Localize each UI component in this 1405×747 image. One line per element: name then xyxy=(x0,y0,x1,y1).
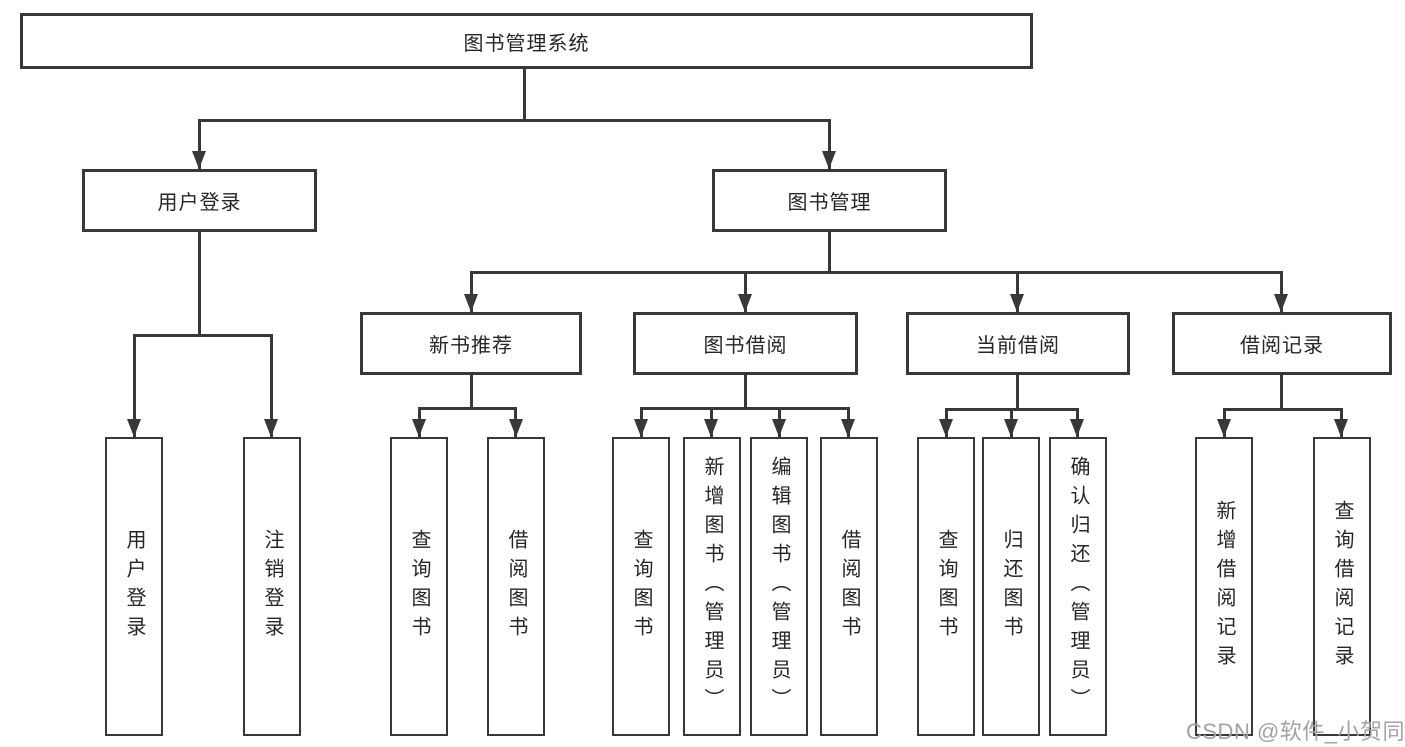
node-label: 查询借阅记录 xyxy=(1331,499,1353,674)
arrow-down-icon xyxy=(509,419,523,437)
connector-line xyxy=(133,334,136,437)
node-leaf-confirm-return-admin: 确认归还（管理员） xyxy=(1049,437,1107,736)
arrow-down-icon xyxy=(464,294,478,312)
connector-line xyxy=(270,334,273,437)
node-leaf-logout: 注销登录 xyxy=(243,437,301,736)
node-leaf-return-books: 归还图书 xyxy=(982,437,1040,736)
node-label: 借阅图书 xyxy=(838,528,860,645)
node-label: 归还图书 xyxy=(1000,528,1022,645)
connector-line xyxy=(470,271,473,313)
node-label: 注销登录 xyxy=(261,528,283,645)
node-label: 确认归还（管理员） xyxy=(1067,456,1089,717)
node-leaf-add-books-admin: 新增图书（管理员） xyxy=(683,437,741,736)
arrow-down-icon xyxy=(1217,419,1231,437)
connector-line xyxy=(198,119,201,170)
arrow-down-icon xyxy=(1334,419,1348,437)
node-new-book-recommend: 新书推荐 xyxy=(360,312,582,375)
connector-line xyxy=(828,232,831,272)
arrow-down-icon xyxy=(1274,294,1288,312)
node-label: 借阅图书 xyxy=(505,528,527,645)
arrow-down-icon xyxy=(704,419,718,437)
node-leaf-add-borrow-record: 新增借阅记录 xyxy=(1195,437,1253,736)
node-current-borrow: 当前借阅 xyxy=(906,312,1130,375)
node-leaf-user-login: 用户登录 xyxy=(105,437,163,736)
connector-line xyxy=(744,271,747,313)
connector-line xyxy=(828,119,831,169)
arrow-down-icon xyxy=(192,151,206,169)
node-label: 图书管理 xyxy=(787,192,872,214)
node-label: 图书借阅 xyxy=(703,335,788,357)
connector-line xyxy=(1280,271,1283,313)
node-label: 当前借阅 xyxy=(976,335,1060,357)
connector-line xyxy=(198,119,831,122)
node-leaf-query-borrow-record: 查询借阅记录 xyxy=(1313,437,1371,736)
node-leaf-query-books-borrow: 查询图书 xyxy=(612,437,670,736)
node-label: 新增图书（管理员） xyxy=(701,456,723,717)
node-library-system: 图书管理系统 xyxy=(20,13,1033,69)
arrow-down-icon xyxy=(127,419,141,437)
connector-line xyxy=(470,271,1283,274)
node-leaf-borrow-books: 借阅图书 xyxy=(820,437,878,736)
node-label: 用户登录 xyxy=(157,192,242,214)
node-book-borrow: 图书借阅 xyxy=(633,312,858,375)
node-label: 新增借阅记录 xyxy=(1213,499,1235,674)
connector-line xyxy=(523,69,526,120)
connector-line xyxy=(198,232,201,334)
connector-line xyxy=(1223,408,1343,411)
csdn-watermark: CSDN @软件_小贺同学 xyxy=(1186,719,1405,744)
arrow-down-icon xyxy=(264,419,278,437)
connector-line xyxy=(133,334,273,337)
connector-line xyxy=(1016,375,1019,409)
arrow-down-icon xyxy=(1004,419,1018,437)
node-label: 查询图书 xyxy=(935,528,957,645)
connector-line xyxy=(1280,375,1283,409)
node-label: 新书推荐 xyxy=(429,335,513,357)
node-label: 用户登录 xyxy=(123,528,145,645)
connector-line xyxy=(418,407,517,410)
connector-line xyxy=(744,375,747,408)
arrow-down-icon xyxy=(772,419,786,437)
arrow-down-icon xyxy=(1010,294,1024,312)
node-user-login: 用户登录 xyxy=(82,169,317,232)
node-label: 查询图书 xyxy=(408,528,430,645)
node-label: 借阅记录 xyxy=(1240,335,1324,357)
node-leaf-borrow-books-recommend: 借阅图书 xyxy=(487,437,545,736)
node-leaf-edit-books-admin: 编辑图书（管理员） xyxy=(750,437,808,736)
node-leaf-query-books-recommend: 查询图书 xyxy=(390,437,448,736)
node-leaf-query-books-current: 查询图书 xyxy=(917,437,975,736)
arrow-down-icon xyxy=(841,419,855,437)
connector-line xyxy=(640,407,850,410)
arrow-down-icon xyxy=(1070,419,1084,437)
node-label: 图书管理系统 xyxy=(463,32,590,55)
node-borrow-records: 借阅记录 xyxy=(1172,312,1392,375)
arrow-down-icon xyxy=(822,151,836,169)
arrow-down-icon xyxy=(738,294,752,312)
connector-line xyxy=(1016,271,1019,313)
arrow-down-icon xyxy=(939,419,953,437)
connector-line xyxy=(470,375,473,408)
arrow-down-icon xyxy=(412,419,426,437)
node-label: 编辑图书（管理员） xyxy=(768,456,790,717)
arrow-down-icon xyxy=(634,419,648,437)
node-label: 查询图书 xyxy=(630,528,652,645)
node-book-management: 图书管理 xyxy=(712,169,947,232)
